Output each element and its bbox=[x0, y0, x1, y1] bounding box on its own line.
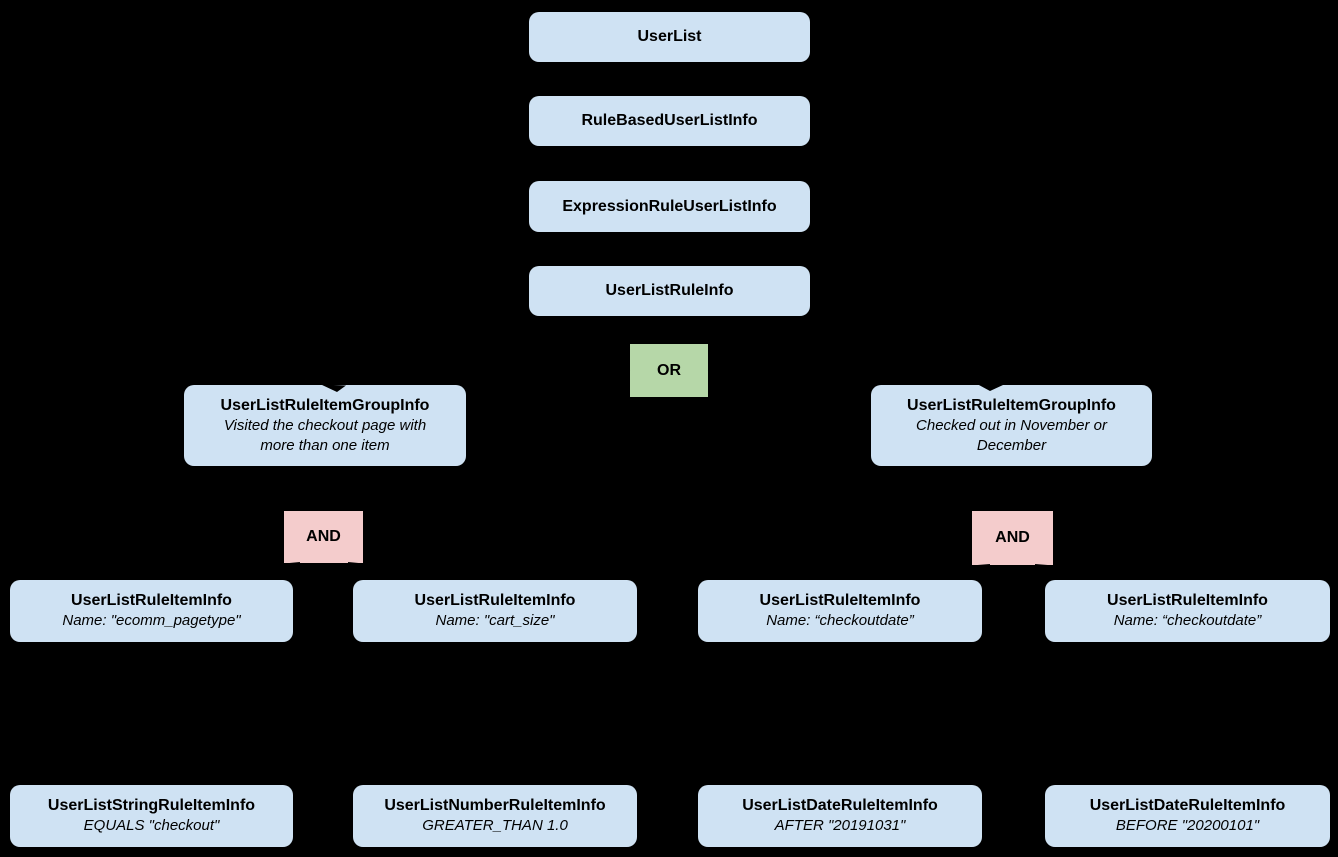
group-right-description: Checked out in November or December bbox=[916, 416, 1107, 454]
item-ecomm-pagetype: UserListRuleItemInfo Name: "ecomm_pagety… bbox=[10, 580, 293, 642]
leaf-date-rule-item-before: UserListDateRuleItemInfo BEFORE "2020010… bbox=[1045, 785, 1330, 847]
leaf-number-rule-item-description: GREATER_THAN 1.0 bbox=[422, 817, 568, 834]
or-operator: OR bbox=[630, 344, 708, 397]
leaf-string-rule-item: UserListStringRuleItemInfo EQUALS "check… bbox=[10, 785, 293, 847]
item-cart-size-label: UserListRuleItemInfo bbox=[414, 592, 576, 609]
node-expressionruleuserlistinfo-label: ExpressionRuleUserListInfo bbox=[562, 197, 777, 215]
item-checkoutdate-after-label: UserListRuleItemInfo bbox=[759, 592, 921, 609]
connector-and-right-item3 bbox=[840, 564, 991, 578]
node-userlist-label: UserList bbox=[637, 28, 702, 45]
node-userlistruleinfo-label: UserListRuleInfo bbox=[605, 282, 734, 299]
item-checkoutdate-after-description: Name: “checkoutdate” bbox=[766, 612, 914, 629]
leaf-date-rule-item-after: UserListDateRuleItemInfo AFTER "20191031… bbox=[698, 785, 982, 847]
leaf-date-rule-item-after-description: AFTER "20191031" bbox=[774, 817, 906, 834]
connector-or-group-left bbox=[359, 369, 631, 379]
item-checkoutdate-after: UserListRuleItemInfo Name: “checkoutdate… bbox=[698, 580, 982, 642]
group-left-label: UserListRuleItemGroupInfo bbox=[220, 396, 430, 414]
item-ecomm-pagetype-description: Name: "ecomm_pagetype" bbox=[62, 612, 241, 629]
and-operator-right: AND bbox=[972, 511, 1053, 565]
connector-and-left-item2 bbox=[347, 562, 495, 578]
item-cart-size-description: Name: "cart_size" bbox=[435, 612, 555, 629]
item-checkoutdate-before-description: Name: “checkoutdate” bbox=[1113, 612, 1262, 629]
node-rulebaseduserlistinfo: RuleBasedUserListInfo bbox=[529, 96, 810, 146]
leaf-number-rule-item-label: UserListNumberRuleItemInfo bbox=[384, 797, 606, 814]
or-operator-label: OR bbox=[657, 361, 681, 379]
and-operator-right-label: AND bbox=[995, 529, 1030, 546]
group-left-userlistruleitemgroupinfo: UserListRuleItemGroupInfo Visited the ch… bbox=[184, 385, 466, 466]
and-operator-left-label: AND bbox=[306, 528, 341, 545]
connector-or-group-right bbox=[707, 369, 959, 377]
leaf-number-rule-item: UserListNumberRuleItemInfo GREATER_THAN … bbox=[353, 785, 637, 847]
group-left-description: Visited the checkout page with more than… bbox=[223, 416, 427, 454]
node-userlistruleinfo: UserListRuleInfo bbox=[529, 266, 810, 316]
leaf-date-rule-item-before-description: BEFORE "20200101" bbox=[1115, 817, 1260, 834]
node-rulebaseduserlistinfo-label: RuleBasedUserListInfo bbox=[581, 112, 758, 129]
leaf-string-rule-item-description: EQUALS "checkout" bbox=[83, 817, 220, 834]
item-checkoutdate-before: UserListRuleItemInfo Name: “checkoutdate… bbox=[1045, 580, 1330, 642]
leaf-date-rule-item-after-label: UserListDateRuleItemInfo bbox=[742, 797, 938, 814]
group-right-label: UserListRuleItemGroupInfo bbox=[907, 396, 1116, 414]
leaf-string-rule-item-label: UserListStringRuleItemInfo bbox=[47, 797, 256, 814]
connector-and-right-item4 bbox=[1034, 564, 1187, 578]
group-right-userlistruleitemgroupinfo: UserListRuleItemGroupInfo Checked out in… bbox=[871, 385, 1152, 466]
item-cart-size: UserListRuleItemInfo Name: "cart_size" bbox=[353, 580, 637, 642]
connector-and-left-item1 bbox=[151, 562, 301, 578]
node-expressionruleuserlistinfo: ExpressionRuleUserListInfo bbox=[529, 181, 810, 232]
leaf-date-rule-item-before-label: UserListDateRuleItemInfo bbox=[1089, 797, 1286, 814]
item-checkoutdate-before-label: UserListRuleItemInfo bbox=[1107, 592, 1268, 609]
item-ecomm-pagetype-label: UserListRuleItemInfo bbox=[71, 592, 232, 609]
and-operator-left: AND bbox=[284, 511, 363, 563]
node-userlist: UserList bbox=[529, 12, 810, 62]
